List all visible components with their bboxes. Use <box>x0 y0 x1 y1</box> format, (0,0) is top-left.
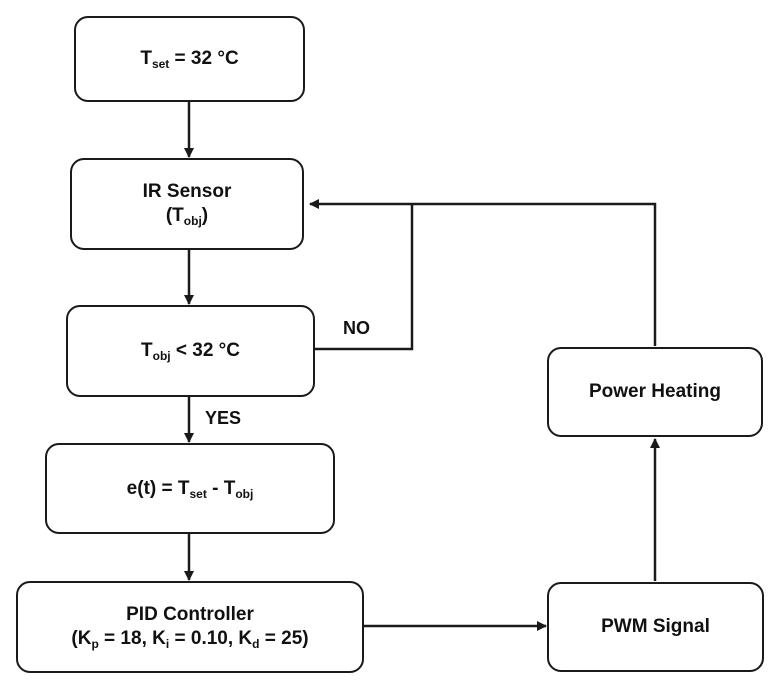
arrow-heating-feedback <box>309 199 657 346</box>
ir-sensor-open: (T <box>165 205 184 226</box>
error-subscript-set: set <box>189 486 207 501</box>
edge-label-yes: YES <box>205 408 242 428</box>
ir-sensor-title: IR Sensor <box>142 181 232 203</box>
edge-label-no: NO <box>343 318 370 338</box>
pid-kp-subscript: p <box>91 637 99 651</box>
pid-kp-prefix: (K <box>71 628 92 649</box>
decision-subscript: obj <box>152 349 171 364</box>
pid-kp-value: = 18, <box>98 628 153 649</box>
power-heating-label: Power Heating <box>589 381 721 403</box>
pid-title: PID Controller <box>126 604 254 626</box>
power-heating-box: Power Heating <box>547 347 763 437</box>
ir-sensor-close: ) <box>201 205 209 226</box>
ir-sensor-subscript: obj <box>183 214 202 228</box>
error-prefix: e(t) = T <box>126 477 190 499</box>
pwm-signal-label: PWM Signal <box>601 616 710 638</box>
ir-sensor-box: IR Sensor (Tobj) <box>70 158 304 250</box>
pwm-signal-box: PWM Signal <box>547 582 764 672</box>
error-box: e(t) = Tset - Tobj <box>45 443 335 534</box>
pid-ki-value: = 0.10, <box>169 628 239 649</box>
setpoint-box: Tset = 32 °C <box>74 16 305 102</box>
pid-ki-prefix: K <box>152 628 166 649</box>
pid-controller-box: PID Controller (Kp = 18, Ki = 0.10, Kd =… <box>16 581 364 673</box>
decision-box: Tobj < 32 °C <box>66 305 315 397</box>
setpoint-symbol: T <box>140 48 152 70</box>
arrow-decision-no <box>314 204 414 351</box>
setpoint-value: = 32 °C <box>169 48 239 70</box>
error-subscript-obj: obj <box>235 486 254 501</box>
decision-condition: < 32 °C <box>170 340 240 362</box>
setpoint-subscript: set <box>151 57 170 72</box>
pid-kd-value: = 25) <box>259 628 309 649</box>
pid-ki-subscript: i <box>165 637 170 651</box>
pid-kd-prefix: K <box>238 628 253 649</box>
error-middle: - T <box>206 477 236 499</box>
decision-symbol: T <box>141 340 153 362</box>
pid-kd-subscript: d <box>252 637 260 651</box>
